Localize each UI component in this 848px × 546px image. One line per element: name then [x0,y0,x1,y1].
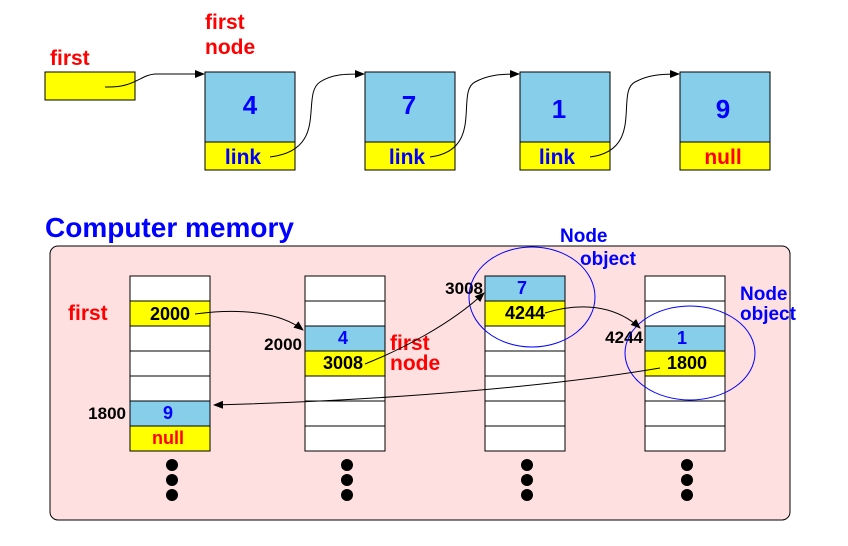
memory-cell [304,400,386,427]
node-link: link [225,146,261,169]
memory-address: 3008 [445,279,483,298]
memory-cell [644,275,726,302]
memory-cell-link [484,300,566,327]
node-object-label-2-line2: object [740,304,797,325]
node-value-box [204,71,296,143]
arrow-node-7-to-node-1 [429,70,520,158]
node-value: 7 [402,90,416,120]
first-value: 2000 [150,304,190,324]
memory-link: null [152,428,184,448]
memory-cell [644,300,726,327]
node-link-box [364,141,456,171]
node-value: 1 [552,94,566,124]
memory-cell [304,275,386,302]
memory-cell-link [129,425,211,452]
memory-cell [304,300,386,327]
node-object-label-1-line1: Node [560,226,608,247]
memory-link: 1800 [667,353,707,373]
memory-value: 9 [163,403,173,423]
node-4: 4 link [204,71,296,171]
arrow-node-4-to-node-7 [269,70,365,158]
node-7: 7 link [364,71,456,171]
node-link-box [679,141,771,171]
memory-column-3: 7 4244 3008 [445,275,566,452]
memory-address: 2000 [264,335,302,354]
node-link-box [519,141,611,171]
node-object-ellipse-1 [468,246,596,348]
memory-cell [644,375,726,402]
node-object-ellipse-2 [624,305,756,401]
memory-cell [644,400,726,427]
arrow-node-1-to-node-9 [589,70,680,158]
ellipsis-dots [166,459,693,501]
memory-cell [484,350,566,377]
node-9: 9 null [679,71,771,171]
node-link: link [389,146,425,169]
node-value-box [364,71,456,143]
first-node-label-line1: first [205,11,245,34]
memory-column-4: 1 1800 4244 [605,275,726,452]
arrow-3008-to-7 [364,292,485,365]
memory-first-node-label-line2: node [390,352,440,375]
first-node-label-line2: node [205,36,255,59]
memory-cell-value [644,325,726,352]
memory-title: Computer memory [45,212,294,243]
memory-link: 3008 [323,353,363,373]
node-object-label-2-line1: Node [740,284,788,305]
memory-column-2: 4 3008 2000 [264,275,386,452]
arrow-4244-to-1 [544,306,641,329]
memory-address: 1800 [88,404,126,423]
memory-value: 7 [517,278,527,298]
memory-cell-value [304,325,386,352]
memory-cell [304,375,386,402]
memory-link: 4244 [505,303,545,323]
memory-panel [49,245,791,521]
arrow-1800-to-9 [213,367,661,409]
memory-cell [484,400,566,427]
memory-first-label: first [68,302,108,325]
node-value-box [519,71,611,143]
node-value: 9 [716,94,730,124]
memory-value: 1 [677,328,687,348]
memory-cell [129,350,211,377]
memory-address: 4244 [605,328,643,347]
node-object-label-1-line2: object [580,249,637,270]
memory-cell [129,375,211,402]
memory-cell [644,425,726,452]
first-label: first [50,47,90,70]
node-link-box [204,141,296,171]
memory-cell [304,425,386,452]
node-link: link [539,146,575,169]
node-value: 4 [243,90,258,120]
memory-cell [129,275,211,302]
arrow-first-to-2000 [194,310,304,331]
arrow-first-to-node-4 [104,70,205,88]
memory-value: 4 [338,328,348,348]
node-link: null [704,146,741,169]
memory-cell [129,325,211,352]
memory-cell-value [129,400,211,427]
node-1: 1 link [519,71,611,171]
memory-cell [484,425,566,452]
memory-cell-link [644,350,726,377]
